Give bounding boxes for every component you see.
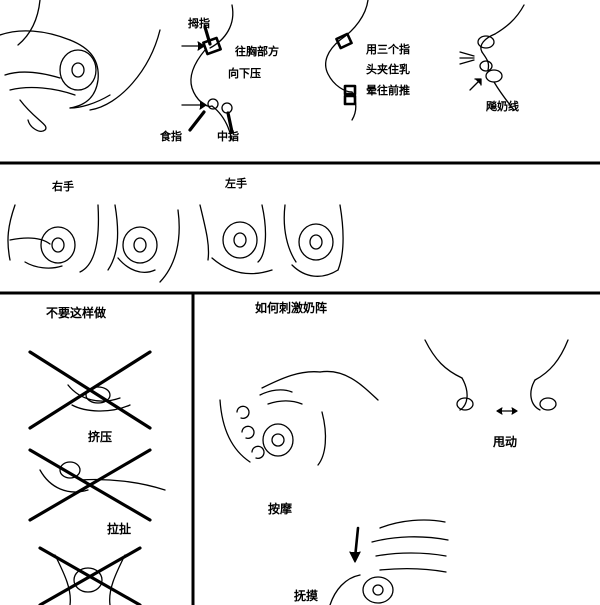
label-thumb: 拇指 bbox=[188, 17, 210, 30]
label-dont-title: 不要这样做 bbox=[46, 306, 107, 320]
three-finger-drawing bbox=[325, 0, 369, 121]
c-hold-drawing bbox=[0, 0, 161, 132]
label-stroke: 抚摸 bbox=[294, 589, 319, 603]
label-index-finger: 食指 bbox=[160, 130, 182, 143]
label-press-line1: 往胸部方 bbox=[235, 45, 279, 58]
label-spray-line: 飚奶线 bbox=[486, 100, 519, 113]
label-shake: 甩动 bbox=[493, 435, 518, 449]
massage-drawing bbox=[219, 370, 379, 466]
label-pull: 拉扯 bbox=[107, 522, 132, 536]
right-hand-drawings bbox=[7, 204, 180, 283]
stroke-drawing bbox=[329, 519, 449, 605]
label-left-hand: 左手 bbox=[225, 177, 247, 190]
dont-pull-drawing bbox=[28, 448, 166, 522]
spray-drawing bbox=[459, 4, 525, 111]
label-three-fingers-line1: 用三个指 bbox=[366, 43, 410, 56]
dont-third-drawing bbox=[38, 546, 142, 605]
label-squeeze: 挤压 bbox=[88, 430, 113, 444]
label-right-hand: 右手 bbox=[52, 180, 74, 193]
shake-drawing bbox=[424, 339, 569, 415]
label-massage: 按摩 bbox=[268, 502, 293, 516]
finger-position-drawing bbox=[181, 4, 234, 141]
label-press-line2: 向下压 bbox=[228, 67, 261, 80]
dont-squeeze-drawing bbox=[28, 350, 152, 430]
label-three-fingers-line3: 晕往前推 bbox=[366, 84, 410, 97]
label-middle-finger: 中指 bbox=[217, 130, 239, 143]
label-stimulate-title: 如何刺激奶阵 bbox=[255, 301, 328, 315]
left-hand-drawings bbox=[199, 204, 344, 277]
label-three-fingers-line2: 头夹住乳 bbox=[366, 63, 410, 76]
